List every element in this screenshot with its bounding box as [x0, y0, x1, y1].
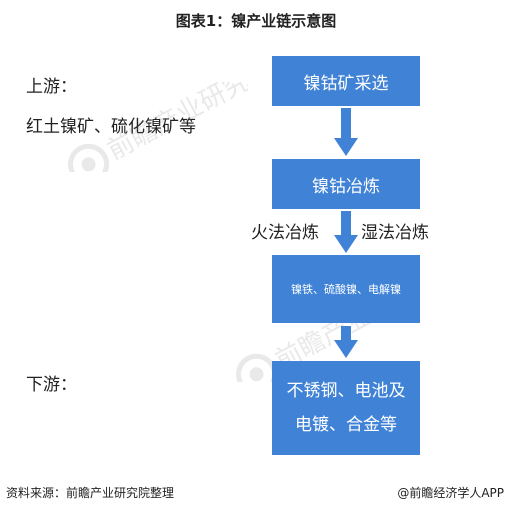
- flow-step-products: 镍铁、硫酸镍、电解镍: [272, 255, 420, 323]
- downstream-products-line2: 电镀、合金等: [295, 415, 397, 435]
- upstream-label: 上游：: [26, 77, 77, 97]
- chart-title: 图表1：镍产业链示意图: [175, 12, 337, 30]
- watermark-text: 前瞻产业研究院: [103, 82, 248, 166]
- flow-step-smelting: 镍钴冶炼: [272, 159, 420, 209]
- down-arrow-icon: [334, 108, 358, 156]
- flow-step-downstream: 不锈钢、电池及 电镀、合金等: [272, 361, 420, 455]
- method-pyrometallurgy: 火法冶炼: [251, 223, 319, 243]
- brand-credit: @前瞻经济学人APP: [397, 486, 504, 500]
- upstream-description: 红土镍矿、硫化镍矿等: [26, 117, 196, 137]
- down-arrow-icon: [334, 326, 358, 358]
- down-arrow-icon: [334, 211, 358, 253]
- watermark-logo: 前瞻产业研究院: [48, 54, 277, 185]
- downstream-products-line1: 不锈钢、电池及: [286, 381, 406, 401]
- source-note: 资料来源：前瞻产业研究院整理: [6, 486, 175, 500]
- method-hydrometallurgy: 湿法冶炼: [361, 223, 429, 243]
- downstream-label: 下游：: [26, 375, 77, 395]
- flow-step-mining: 镍钴矿采选: [272, 56, 420, 106]
